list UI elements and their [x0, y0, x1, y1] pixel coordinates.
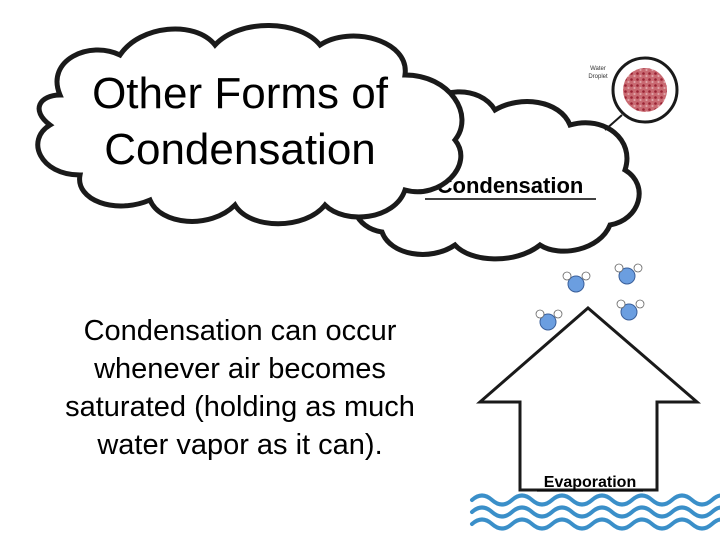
water-molecules [535, 263, 645, 331]
water-molecule-icon [562, 271, 591, 293]
slide-title-line-2: Condensation [104, 125, 376, 174]
droplet-label-line-2: Droplet [588, 74, 608, 80]
body-line-4: water vapor as it can). [96, 429, 382, 461]
condensation-label: Condensation [437, 173, 584, 198]
callout-pointer [604, 114, 623, 131]
water-molecule-icon [614, 263, 643, 285]
slide-title-line-1: Other Forms of [92, 69, 389, 118]
water-droplet-icon [623, 68, 667, 112]
droplet-label-line-1: Water [590, 66, 606, 72]
body-line-3: saturated (holding as much [65, 391, 415, 423]
evaporation-arrow: Evaporation [475, 306, 702, 492]
water-molecule-icon [535, 309, 563, 331]
water-droplet-callout: Water Droplet [588, 56, 679, 131]
water-molecule-icon [616, 299, 645, 321]
body-line-2: whenever air becomes [93, 353, 386, 385]
water-waves-icon [470, 493, 720, 531]
body-line-1: Condensation can occur [84, 315, 397, 347]
evaporation-label: Evaporation [544, 474, 636, 491]
title-cloud [35, 23, 465, 227]
